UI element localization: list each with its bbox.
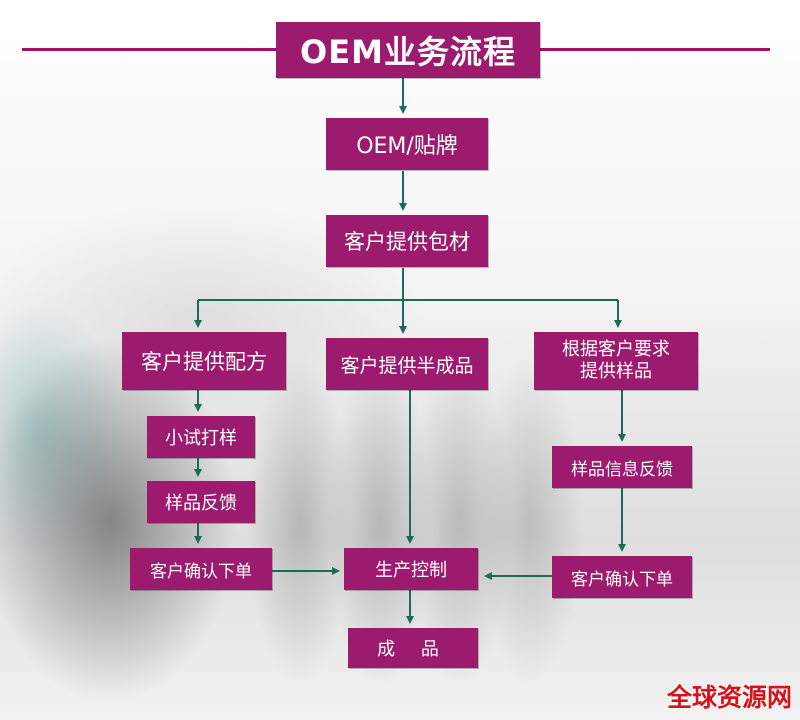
node-order-right: 客户确认下单 <box>552 556 692 598</box>
node-customer-formula: 客户提供配方 <box>122 332 286 390</box>
watermark: 全球资源网 <box>666 683 792 712</box>
node-oem: OEM/贴牌 <box>326 118 488 170</box>
node-provide-sample-line2: 提供样品 <box>580 361 652 382</box>
node-packaging: 客户提供包材 <box>326 215 488 267</box>
node-provide-sample: 根据客户要求 提供样品 <box>534 332 698 390</box>
node-trial-sample: 小试打样 <box>147 416 255 458</box>
node-customer-semi-product: 客户提供半成品 <box>326 338 488 390</box>
diagram-title: OEM业务流程 <box>276 22 540 78</box>
node-sample-info-feedback: 样品信息反馈 <box>552 446 692 488</box>
node-production-control: 生产控制 <box>344 548 478 590</box>
node-sample-feedback: 样品反馈 <box>147 481 255 523</box>
node-provide-sample-line1: 根据客户要求 <box>562 339 670 360</box>
node-final-product: 成 品 <box>348 628 478 668</box>
node-order-left: 客户确认下单 <box>130 548 272 590</box>
